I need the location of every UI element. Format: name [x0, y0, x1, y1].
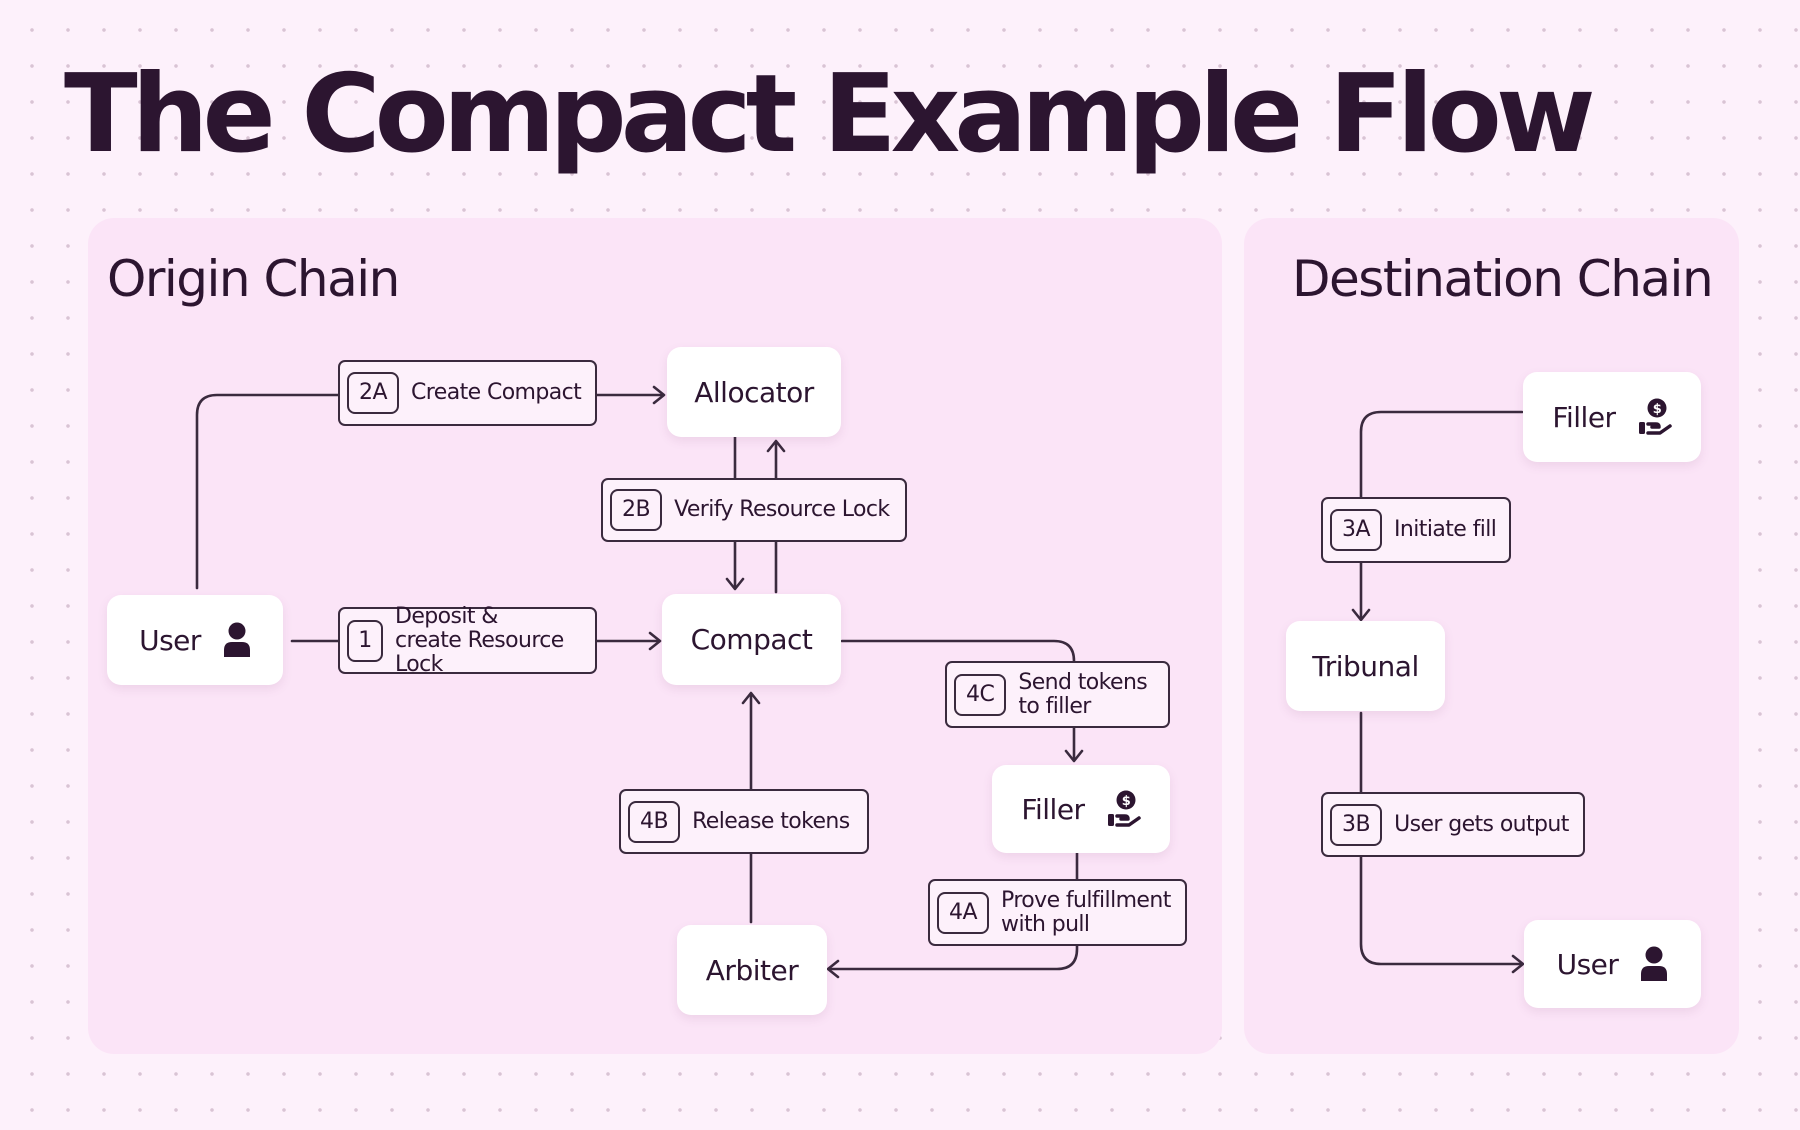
- compact-node-label: Compact: [690, 623, 813, 656]
- hand-coin-icon: $: [1107, 790, 1141, 827]
- destination-filler-node[interactable]: Filler $: [1523, 372, 1701, 462]
- tribunal-node[interactable]: Tribunal: [1286, 621, 1445, 711]
- connector-user-to-allocator: [195, 393, 664, 590]
- connector-filler-to-arbiter: [828, 851, 1079, 971]
- destination-chain-title: Destination Chain: [1292, 250, 1714, 308]
- step-text: Prove fulfillment with pull: [1001, 887, 1171, 937]
- step-text: Send tokens to filler: [1018, 669, 1148, 719]
- user-node-label: User: [1556, 947, 1619, 981]
- arrowhead-filler-top: [1064, 749, 1084, 763]
- connector-compact-to-filler: [840, 639, 1076, 762]
- step-badge: 1: [347, 619, 383, 662]
- filler-node-label: Filler: [1021, 792, 1085, 826]
- arbiter-node-label: Arbiter: [705, 953, 799, 987]
- arrowhead-tribunal-top: [1351, 608, 1371, 622]
- page-title: The Compact Example Flow: [64, 52, 1596, 177]
- step-text: Deposit & create Resource Lock: [395, 603, 564, 677]
- step-3a-label: 3A Initiate fill: [1321, 497, 1511, 563]
- step-1-label: 1 Deposit & create Resource Lock: [338, 603, 597, 677]
- destination-user-node[interactable]: User: [1524, 920, 1701, 1008]
- step-3b-label: 3B User gets output: [1321, 792, 1585, 857]
- step-4b-label: 4B Release tokens: [619, 789, 869, 854]
- tribunal-node-label: Tribunal: [1312, 649, 1419, 683]
- arrowhead-allocator-left: [652, 385, 666, 405]
- arrowhead-allocator-bottom: [766, 439, 786, 453]
- step-badge: 3A: [1330, 509, 1383, 551]
- step-4c-label: 4C Send tokens to filler: [945, 661, 1170, 728]
- step-text: User gets output: [1394, 811, 1569, 837]
- arrowhead-arbiter-right: [826, 959, 840, 979]
- step-text: Release tokens: [692, 808, 850, 834]
- step-badge: 3B: [1330, 803, 1383, 846]
- user-icon: [223, 622, 250, 657]
- arrowhead-compact-top: [725, 577, 745, 591]
- filler-node-label: Filler: [1552, 400, 1616, 434]
- arrowhead-user-left: [1511, 954, 1525, 974]
- allocator-node-label: Allocator: [694, 375, 814, 409]
- hand-coin-icon: $: [1638, 398, 1672, 435]
- connector-filler-to-tribunal: [1359, 410, 1524, 621]
- user-icon: [1641, 946, 1668, 981]
- svg-text:$: $: [1652, 402, 1661, 417]
- step-badge: 4B: [628, 800, 681, 843]
- step-2b-label: 2B Verify Resource Lock: [601, 478, 907, 542]
- filler-node[interactable]: Filler $: [992, 765, 1170, 853]
- user-node[interactable]: User: [107, 595, 283, 685]
- step-text: Create Compact: [411, 380, 582, 405]
- step-badge: 2B: [610, 489, 663, 531]
- step-badge: 4C: [954, 673, 1007, 716]
- step-2a-label: 2A Create Compact: [338, 360, 597, 426]
- step-badge: 4A: [937, 891, 990, 934]
- compact-node[interactable]: Compact: [662, 594, 841, 685]
- user-node-label: User: [139, 623, 201, 657]
- arbiter-node[interactable]: Arbiter: [677, 925, 827, 1015]
- step-text: Initiate fill: [1394, 517, 1497, 542]
- connector-tribunal-to-user: [1359, 711, 1523, 966]
- origin-chain-title: Origin Chain: [107, 250, 400, 308]
- step-badge: 2A: [347, 372, 400, 414]
- arrowhead-compact-left: [648, 631, 662, 651]
- svg-text:$: $: [1121, 794, 1130, 809]
- allocator-node[interactable]: Allocator: [667, 347, 841, 437]
- arrowhead-compact-bottom: [741, 691, 761, 705]
- step-text: Verify Resource Lock: [674, 497, 890, 522]
- step-4a-label: 4A Prove fulfillment with pull: [928, 879, 1187, 946]
